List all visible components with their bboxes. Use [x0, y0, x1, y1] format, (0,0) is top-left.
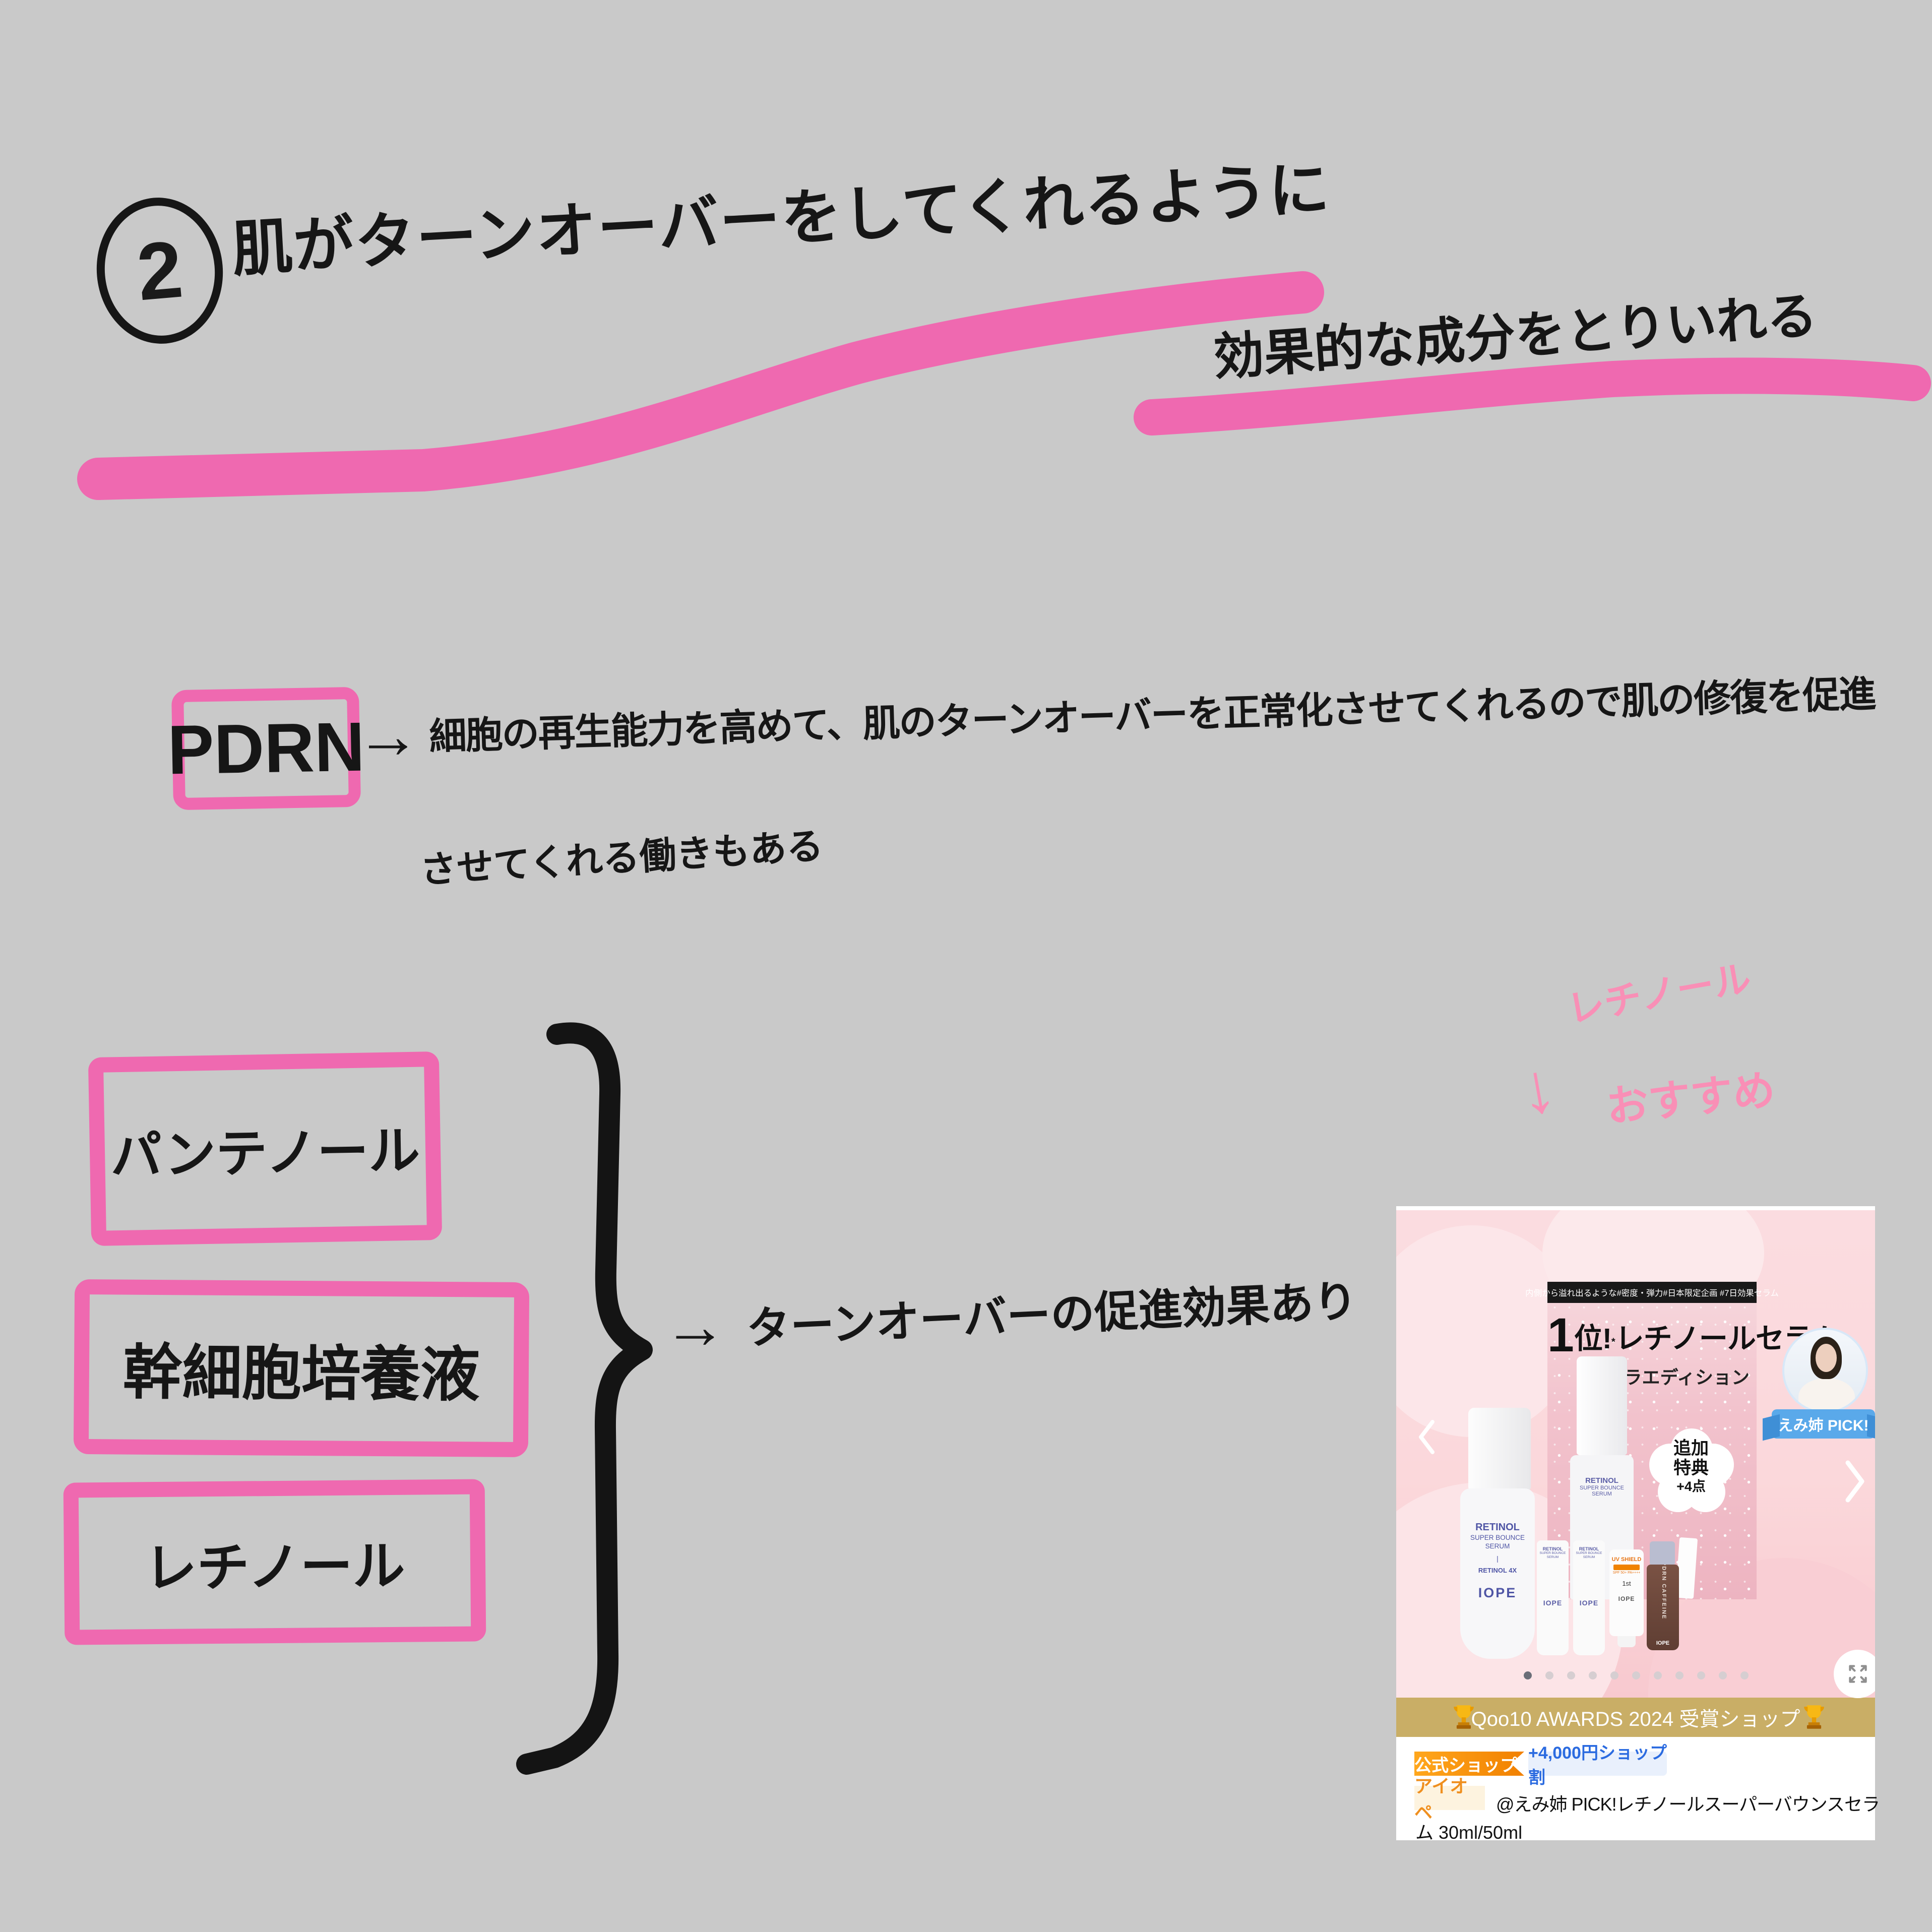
- chevron-left-icon[interactable]: [1417, 1419, 1436, 1455]
- right-arrow-icon: →: [663, 1290, 727, 1361]
- pdrn-term-box: PDRN: [167, 687, 365, 811]
- pink-underline-2: [1134, 357, 1931, 435]
- sakura-flower-icon: [1673, 1456, 1710, 1492]
- pick-ribbon: えみ姉 PICK!: [1772, 1409, 1875, 1439]
- carousel-dot[interactable]: [1589, 1671, 1597, 1679]
- rank-number: 1: [1547, 1308, 1574, 1362]
- serum-bottle-cap: [1577, 1356, 1627, 1455]
- carousel-dot[interactable]: [1719, 1671, 1727, 1679]
- product-title-line2[interactable]: ム 30ml/50ml: [1415, 1822, 1523, 1843]
- carousel-dot[interactable]: [1524, 1671, 1532, 1679]
- model-avatar: [1782, 1328, 1868, 1413]
- pink-underline-1: [77, 271, 1324, 500]
- carousel-dot[interactable]: [1545, 1671, 1553, 1679]
- ingredient-label: レチノール: [144, 1537, 406, 1598]
- avatar-face: [1816, 1344, 1837, 1372]
- ingredient-box-retinol: レチノール: [63, 1479, 486, 1645]
- carousel-dot[interactable]: [1740, 1671, 1749, 1679]
- mini-retinol-tube: RETINOL SUPER BOUNCE SERUM IOPE: [1537, 1540, 1569, 1655]
- retinol-bottle-cap: [1468, 1408, 1531, 1491]
- ingredient-box-stemcell: 幹細胞培養液: [73, 1279, 530, 1458]
- pdrn-bottle-cap: [1650, 1541, 1675, 1566]
- retinol-bottle: RETINOL SUPER BOUNCE SERUM | RETINOL 4X …: [1460, 1488, 1535, 1659]
- curly-brace: [516, 1022, 653, 1775]
- fullscreen-arrows-icon: [1849, 1665, 1867, 1683]
- right-arrow-icon: →: [356, 700, 420, 772]
- carousel-dots: [1524, 1671, 1749, 1679]
- brand-badge[interactable]: アイオペ: [1414, 1776, 1485, 1823]
- uv-tube-cap: [1617, 1636, 1636, 1647]
- carousel-dot[interactable]: [1654, 1671, 1662, 1679]
- carousel-dot[interactable]: [1675, 1671, 1684, 1679]
- chevron-right-icon[interactable]: [1844, 1460, 1866, 1503]
- orange-band: [1613, 1565, 1640, 1570]
- ingredient-label: 幹細胞培養液: [122, 1339, 480, 1409]
- pdrn-term: PDRN: [167, 708, 365, 789]
- uv-shield-tube: UV SHIELD SPF 50+ PA++++ 1st IOPE: [1609, 1549, 1644, 1636]
- expand-button[interactable]: [1834, 1650, 1875, 1698]
- carousel-dot[interactable]: [1610, 1671, 1618, 1679]
- avatar-body: [1798, 1378, 1855, 1411]
- official-shop-badge[interactable]: 公式ショップ: [1414, 1752, 1524, 1776]
- product-card[interactable]: 内側から溢れ出るような#密度・弾力#日本限定企画 #7日効果セラム 1位!*レチ…: [1396, 1206, 1880, 1843]
- pdrn-caffeine-bottle: PDRN CAFFEINE IOPE: [1647, 1565, 1679, 1650]
- sakura-bonus-flower: 追加 特典 +4点: [1673, 1439, 1710, 1494]
- ingredient-box-panthenol: パンテノール: [88, 1051, 443, 1247]
- note-number: 2: [133, 223, 186, 318]
- carousel-dot[interactable]: [1632, 1671, 1640, 1679]
- product-title-line1[interactable]: @えみ姉 PICK!レチノールスーパーバウンスセラ: [1496, 1794, 1880, 1815]
- trophy-icon: [1454, 1705, 1474, 1729]
- shop-coupon-badge[interactable]: +4,000円ショップ割: [1528, 1743, 1667, 1787]
- panel-title: 1位!*レチノールセラム: [1547, 1308, 1840, 1362]
- carousel-dot[interactable]: [1567, 1671, 1575, 1679]
- award-banner: Qoo10 AWARDS 2024 受賞ショップ: [1396, 1698, 1875, 1737]
- footnote-mark: *: [1611, 1336, 1615, 1348]
- trophy-icon: [1804, 1705, 1824, 1729]
- mini-retinol-tube: RETINOL SUPER BOUNCE SERUM IOPE: [1573, 1540, 1605, 1655]
- panel-header-bar: 内側から溢れ出るような#密度・弾力#日本限定企画 #7日効果セラム: [1525, 1282, 1779, 1303]
- product-image-area[interactable]: 内側から溢れ出るような#密度・弾力#日本限定企画 #7日効果セラム 1位!*レチ…: [1396, 1210, 1875, 1698]
- ingredient-label: パンテノール: [110, 1121, 421, 1185]
- carousel-dot[interactable]: [1697, 1671, 1705, 1679]
